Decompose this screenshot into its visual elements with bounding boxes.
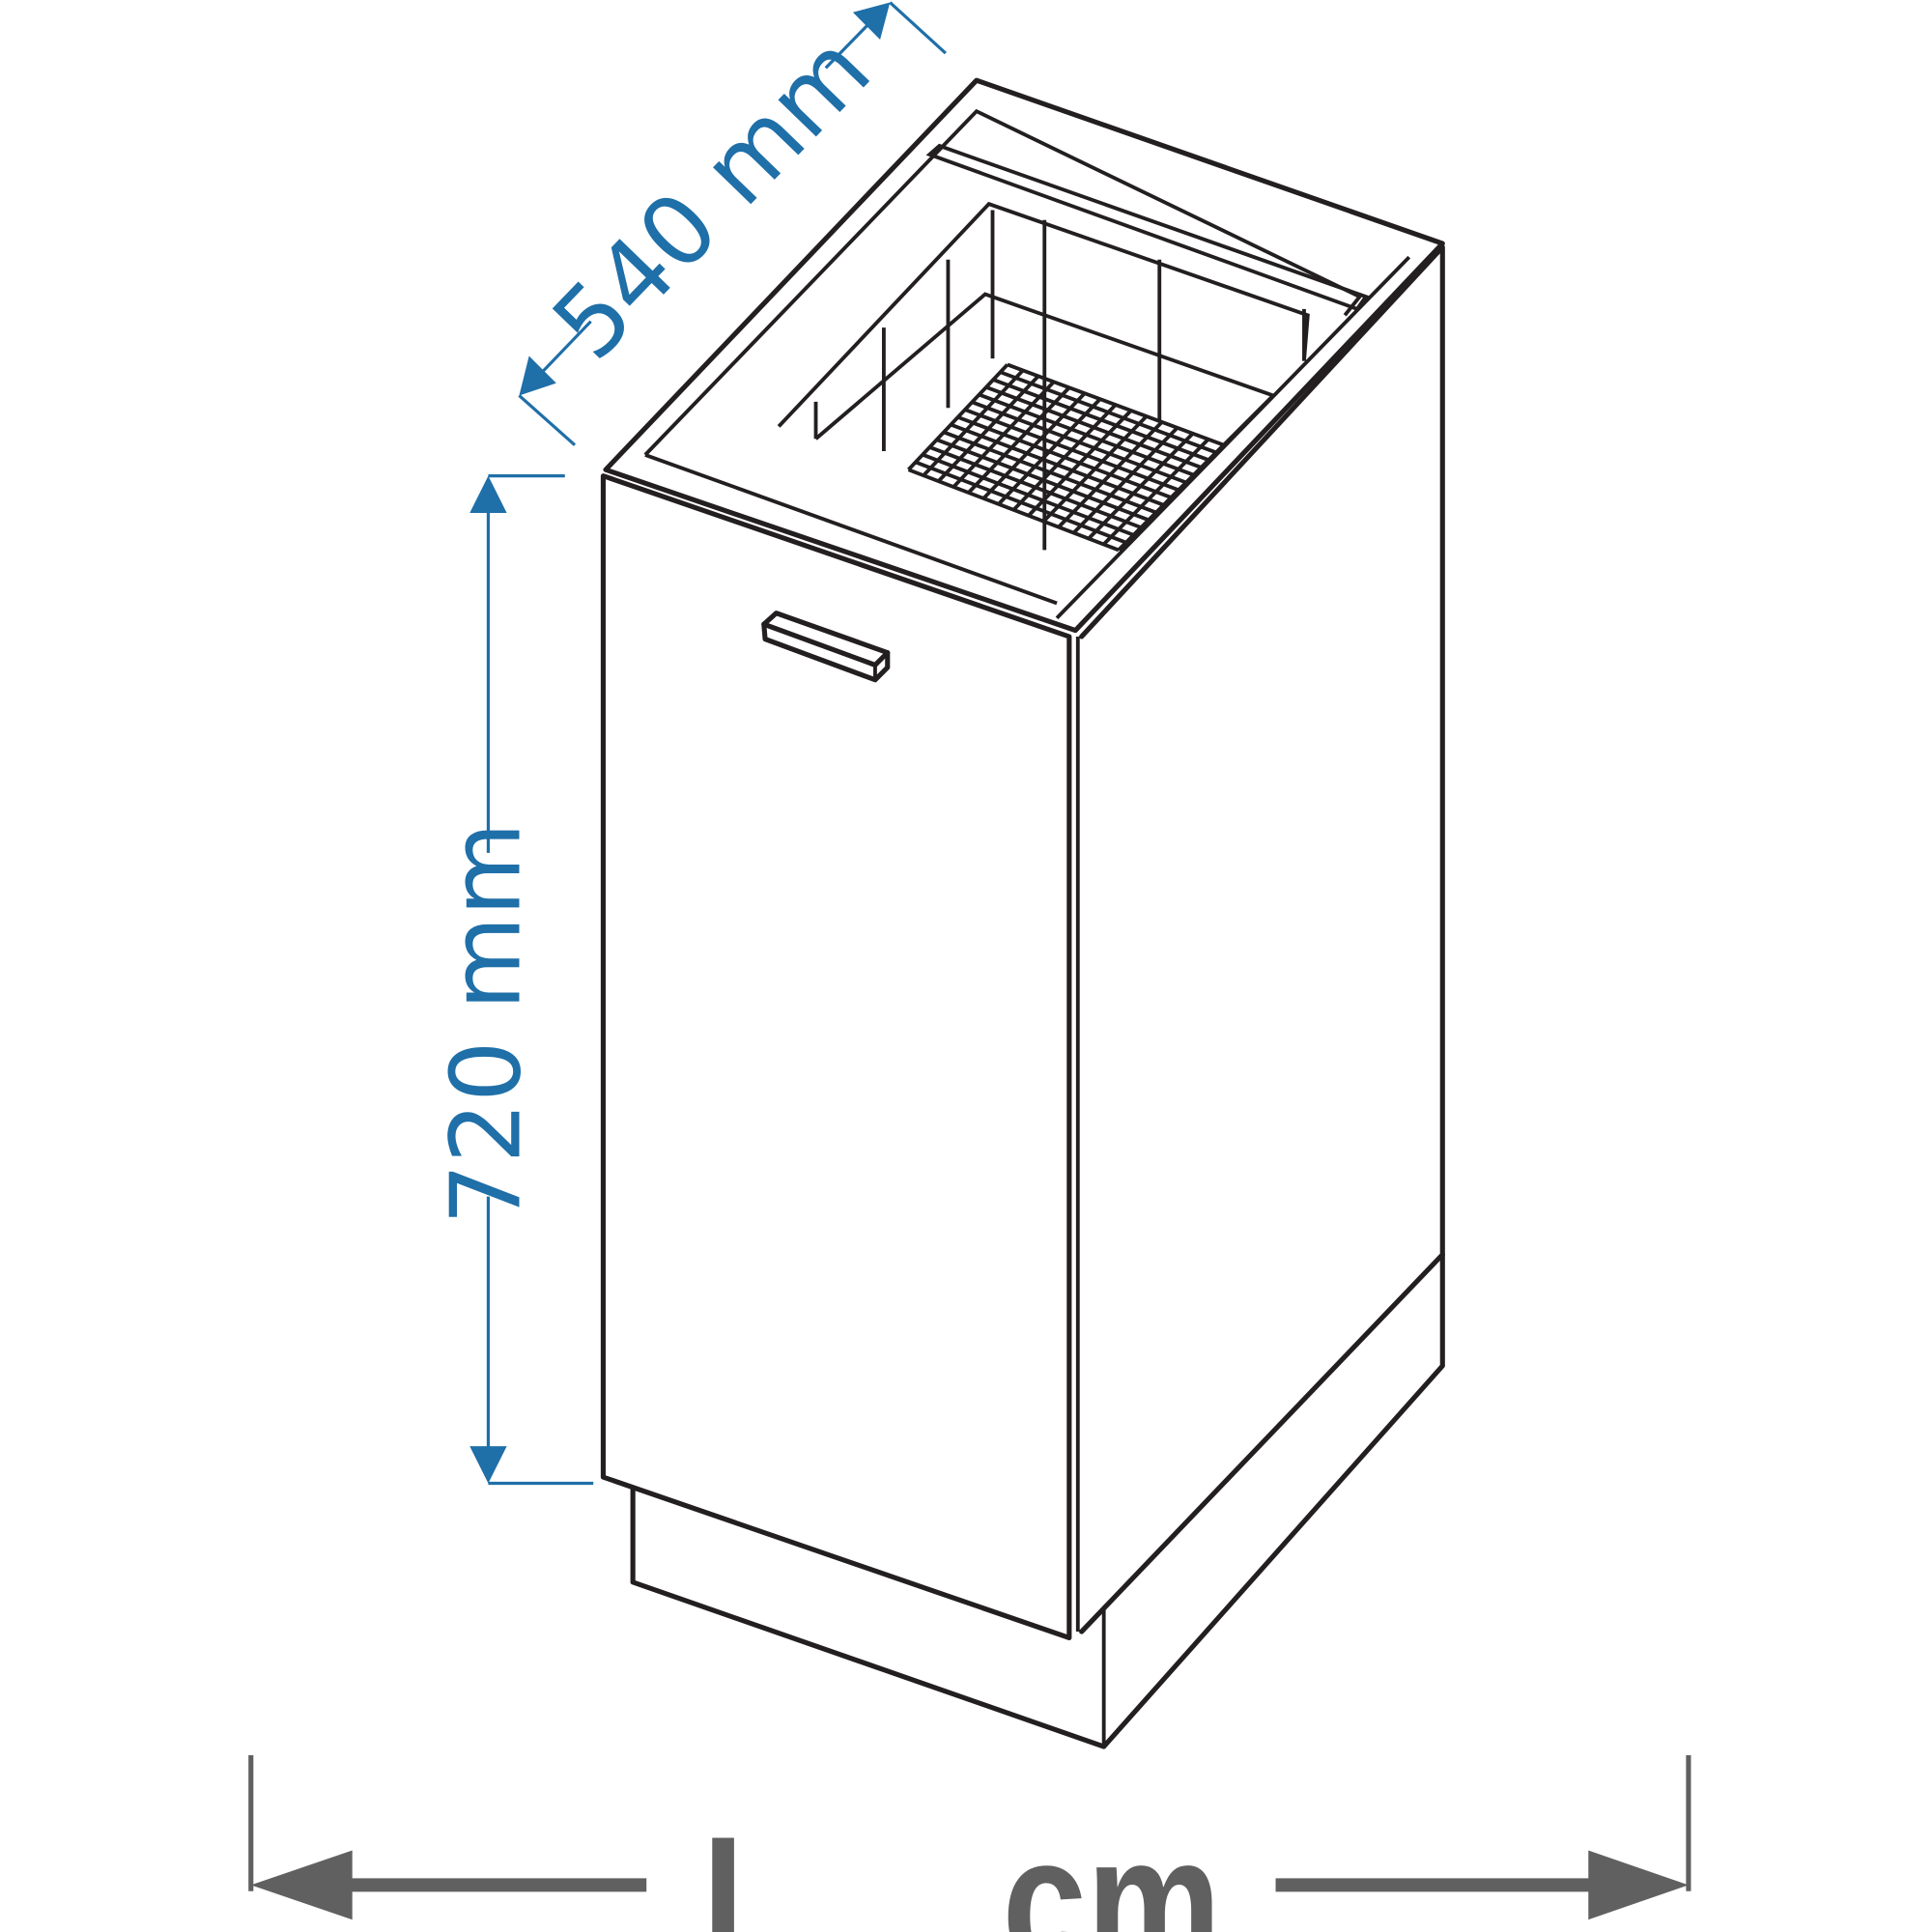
grid-wire <box>1072 426 1179 534</box>
arrow-right-icon <box>1588 1850 1689 1920</box>
grid-wire <box>1027 409 1133 518</box>
arrow-left-icon <box>250 1850 353 1920</box>
grid-wire <box>1117 443 1226 552</box>
arrow-up-right-icon <box>852 2 891 40</box>
grid-wire <box>964 408 1179 493</box>
grid-wire <box>971 400 1187 485</box>
grid-wire <box>1011 403 1118 512</box>
grid-wire <box>985 384 1203 469</box>
top-panel <box>603 77 1445 634</box>
height-label: 720 mm <box>429 822 542 1225</box>
opening-front-edge <box>644 453 1058 606</box>
grid-wire <box>1102 438 1210 546</box>
height-dimension: 720 mm <box>429 474 594 1486</box>
grid-wire <box>1087 432 1195 540</box>
basket-grid-floor <box>907 362 1226 553</box>
door <box>600 473 1072 1641</box>
grid-wire <box>1007 362 1225 447</box>
width-dimension: L ... cm <box>248 1755 1691 1932</box>
width-label: L ... cm <box>702 1798 1221 1932</box>
plinth <box>630 1252 1445 1749</box>
arrow-down-left-icon <box>519 355 556 396</box>
extension-line <box>889 1 947 55</box>
grid-wire <box>978 392 1195 477</box>
arrow-down-icon <box>469 1446 507 1484</box>
pull-out-basket <box>777 201 1310 553</box>
grid-wire <box>1041 414 1149 524</box>
back-rail <box>925 143 1369 312</box>
door-handle <box>761 611 891 668</box>
depth-label: 540 mm <box>531 13 893 381</box>
side-panel <box>1079 244 1445 1634</box>
cabinet <box>600 77 1445 1749</box>
depth-dimension: 540 mm <box>518 1 947 446</box>
grid-wire <box>992 378 1209 462</box>
grid-wire <box>1057 420 1164 528</box>
arrow-up-icon <box>469 475 507 514</box>
grid-wire <box>999 370 1217 455</box>
extension-line <box>518 394 577 446</box>
